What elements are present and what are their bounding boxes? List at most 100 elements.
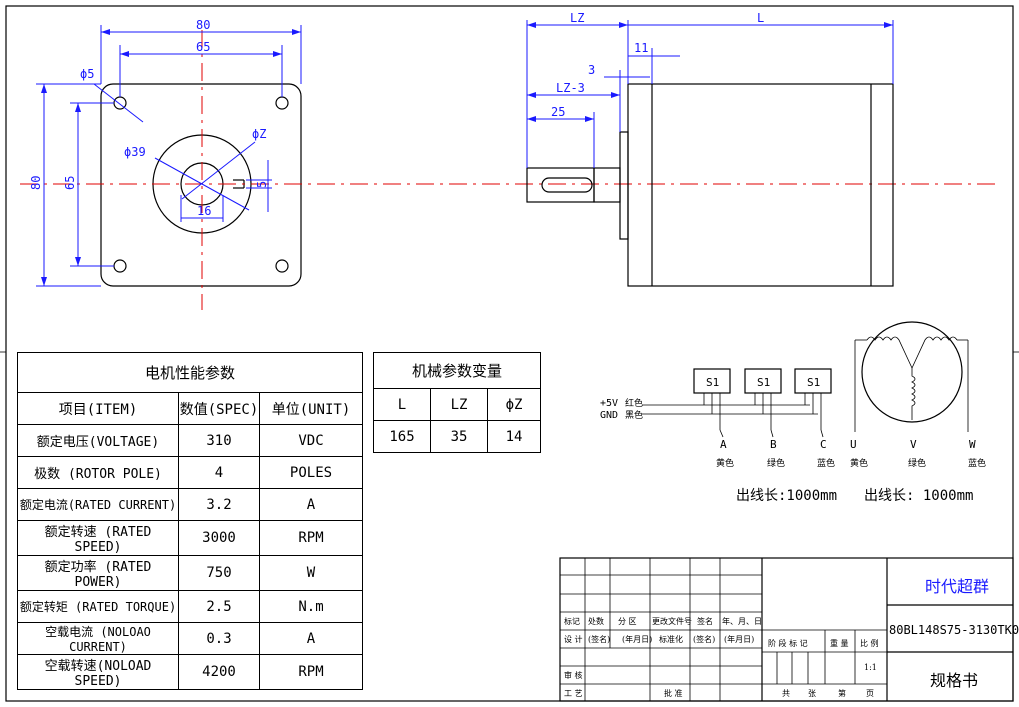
phase-W-color: 蓝色 — [968, 457, 986, 469]
tb-scale: 1:1 — [864, 663, 877, 672]
tb-page: 页 — [866, 689, 874, 698]
perf-spec: 3000 — [178, 520, 260, 556]
tb-no: 第 — [838, 688, 846, 698]
perf-unit: VDC — [259, 424, 363, 457]
perf-item: 额定转速 (RATED SPEED) — [17, 520, 179, 556]
perf-unit: RPM — [259, 520, 363, 556]
tb-count: 处数 — [588, 616, 604, 626]
perf-spec: 4 — [178, 456, 260, 489]
mech-header-phiZ: ϕZ — [487, 388, 541, 421]
perf-spec: 2.5 — [178, 590, 260, 623]
tb-date: 年、月、日 — [722, 616, 762, 626]
perf-spec: 3.2 — [178, 488, 260, 521]
phase-V: V — [910, 438, 917, 451]
tb-zone: 分 区 — [618, 617, 637, 626]
lead-length-phase: 出线长: 1000mm — [864, 488, 973, 504]
model-number: 80BL148S75-3130TK0 — [889, 623, 1019, 637]
tb-approve: 批 准 — [664, 688, 683, 698]
tb-sheets: 张 — [808, 689, 816, 698]
dim-phi39: ϕ39 — [124, 145, 146, 159]
perf-item: 额定电流(RATED CURRENT) — [17, 488, 179, 521]
hall-A: A — [720, 438, 727, 451]
mech-value-LZ: 35 — [430, 420, 488, 453]
hall-wiring: S1 S1 S1 +5V 红色 GND 黑色 A B C 黄色 绿色 蓝色 出线… — [600, 368, 837, 504]
hall-B-color: 绿色 — [767, 457, 785, 469]
dim-LZ: LZ — [570, 11, 584, 25]
tb-standard: 标准化 — [659, 634, 683, 644]
drawing-frame — [5, 5, 1014, 702]
perf-item: 额定电压(VOLTAGE) — [17, 424, 179, 457]
tb-mark: 标记 — [564, 616, 580, 626]
hall-sensor-label: S1 — [706, 376, 719, 389]
tb-standard-date: (年月日) — [724, 634, 754, 644]
tb-design-sign: (签名) — [588, 634, 610, 644]
dim-3: 3 — [588, 63, 595, 77]
front-view: 80 65 80 65 ϕ5 ϕ39 ϕZ 16 — [20, 18, 1000, 310]
phase-wiring: U V W 黄色 绿色 蓝色 出线长: 1000mm — [850, 321, 986, 504]
perf-unit: A — [259, 488, 363, 521]
hall-C-color: 蓝色 — [817, 457, 835, 469]
title-block: 标记 处数 分 区 更改文件号 签名 年、月、日 设 计 (签名) (年月日) … — [559, 557, 1019, 702]
dim-phi5: ϕ5 — [80, 67, 94, 81]
perf-unit: RPM — [259, 654, 363, 690]
flange-outline — [100, 83, 302, 287]
phase-W: W — [969, 438, 976, 451]
shaft-outline — [526, 167, 595, 203]
perf-item: 极数 (ROTOR POLE) — [17, 456, 179, 489]
perf-unit: N.m — [259, 590, 363, 623]
motor-body — [627, 83, 894, 287]
perf-spec: 4200 — [178, 654, 260, 690]
tb-process: 工 艺 — [564, 689, 583, 698]
perf-item: 空载电流 (NOLOAO CURRENT) — [17, 622, 179, 655]
dim-LZ3: LZ-3 — [556, 81, 585, 95]
phase-U-color: 黄色 — [850, 457, 868, 469]
tb-audit: 审 核 — [564, 670, 583, 680]
table-row: 165 35 14 — [373, 420, 541, 453]
doc-type: 规格书 — [930, 671, 978, 690]
dim-65-left: 65 — [63, 176, 77, 190]
dim-phiZ: ϕZ — [252, 127, 266, 141]
lead-length-hall: 出线长:1000mm — [736, 488, 837, 504]
keyway — [541, 177, 593, 193]
perf-item: 额定功率 (RATED POWER) — [17, 555, 179, 591]
perf-item: 额定转矩 (RATED TORQUE) — [17, 590, 179, 623]
tb-scale-label: 比 例 — [860, 638, 879, 648]
red-wire-label: 红色 — [625, 397, 643, 409]
tb-total: 共 — [782, 689, 790, 698]
tb-design-date: (年月日) — [622, 634, 652, 644]
perf-spec: 750 — [178, 555, 260, 591]
tb-design: 设 计 — [564, 634, 583, 644]
tb-weight: 重 量 — [830, 638, 849, 648]
hall-C: C — [820, 438, 827, 451]
black-wire-label: 黑色 — [625, 409, 643, 421]
phase-U: U — [850, 438, 857, 451]
stator-circle — [861, 321, 963, 423]
dim-11: 11 — [634, 41, 648, 55]
company-name: 时代超群 — [925, 577, 989, 596]
tb-change-doc: 更改文件号 — [652, 616, 692, 626]
tb-stage: 阶 段 标 记 — [768, 638, 808, 648]
performance-table: 电机性能参数 项目(ITEM) 数值(SPEC) 单位(UNIT) 额定电压(V… — [17, 352, 363, 690]
perf-header-spec: 数值(SPEC) — [178, 392, 260, 425]
perf-unit: A — [259, 622, 363, 655]
dim-25: 25 — [551, 105, 565, 119]
hall-sensor-label: S1 — [757, 376, 770, 389]
perf-spec: 310 — [178, 424, 260, 457]
mech-table-title: 机械参数变量 — [373, 352, 541, 389]
mech-value-phiZ: 14 — [487, 420, 541, 453]
plus5v-label: +5V — [600, 398, 618, 409]
dim-65-top: 65 — [196, 40, 210, 54]
perf-item: 空载转速(NOLOAD SPEED) — [17, 654, 179, 690]
mech-value-L: 165 — [373, 420, 431, 453]
mech-header-L: L — [373, 388, 431, 421]
hall-sensor-label: S1 — [807, 376, 820, 389]
perf-header-unit: 单位(UNIT) — [259, 392, 363, 425]
perf-table-title: 电机性能参数 — [17, 352, 363, 393]
